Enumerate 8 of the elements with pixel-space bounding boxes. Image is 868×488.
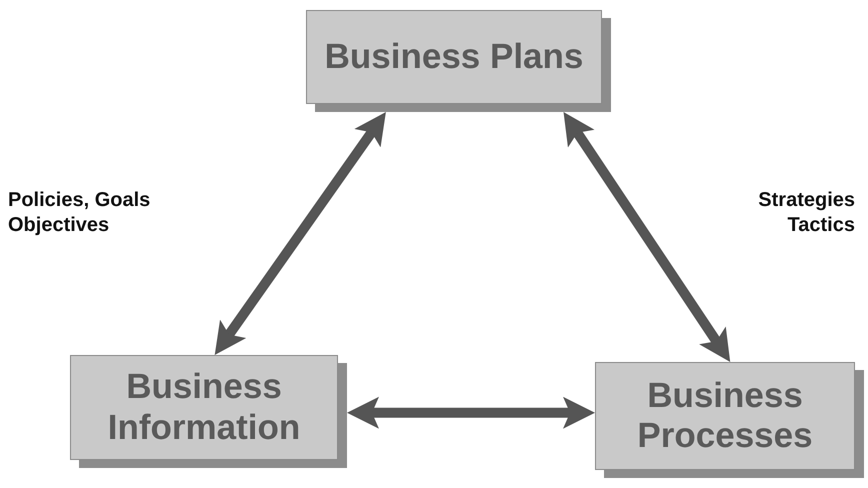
box-title: Business Processes <box>636 376 814 456</box>
edge-annotation: Strategies Tactics <box>757 188 855 238</box>
double-arrow <box>564 112 730 362</box>
box-title: Business Plans <box>324 36 584 78</box>
box-title: Business Information <box>106 367 302 448</box>
double-arrow <box>347 396 595 429</box>
edge-annotation: Policies, Goals Objectives <box>8 188 152 238</box>
double-arrow <box>214 112 386 355</box>
